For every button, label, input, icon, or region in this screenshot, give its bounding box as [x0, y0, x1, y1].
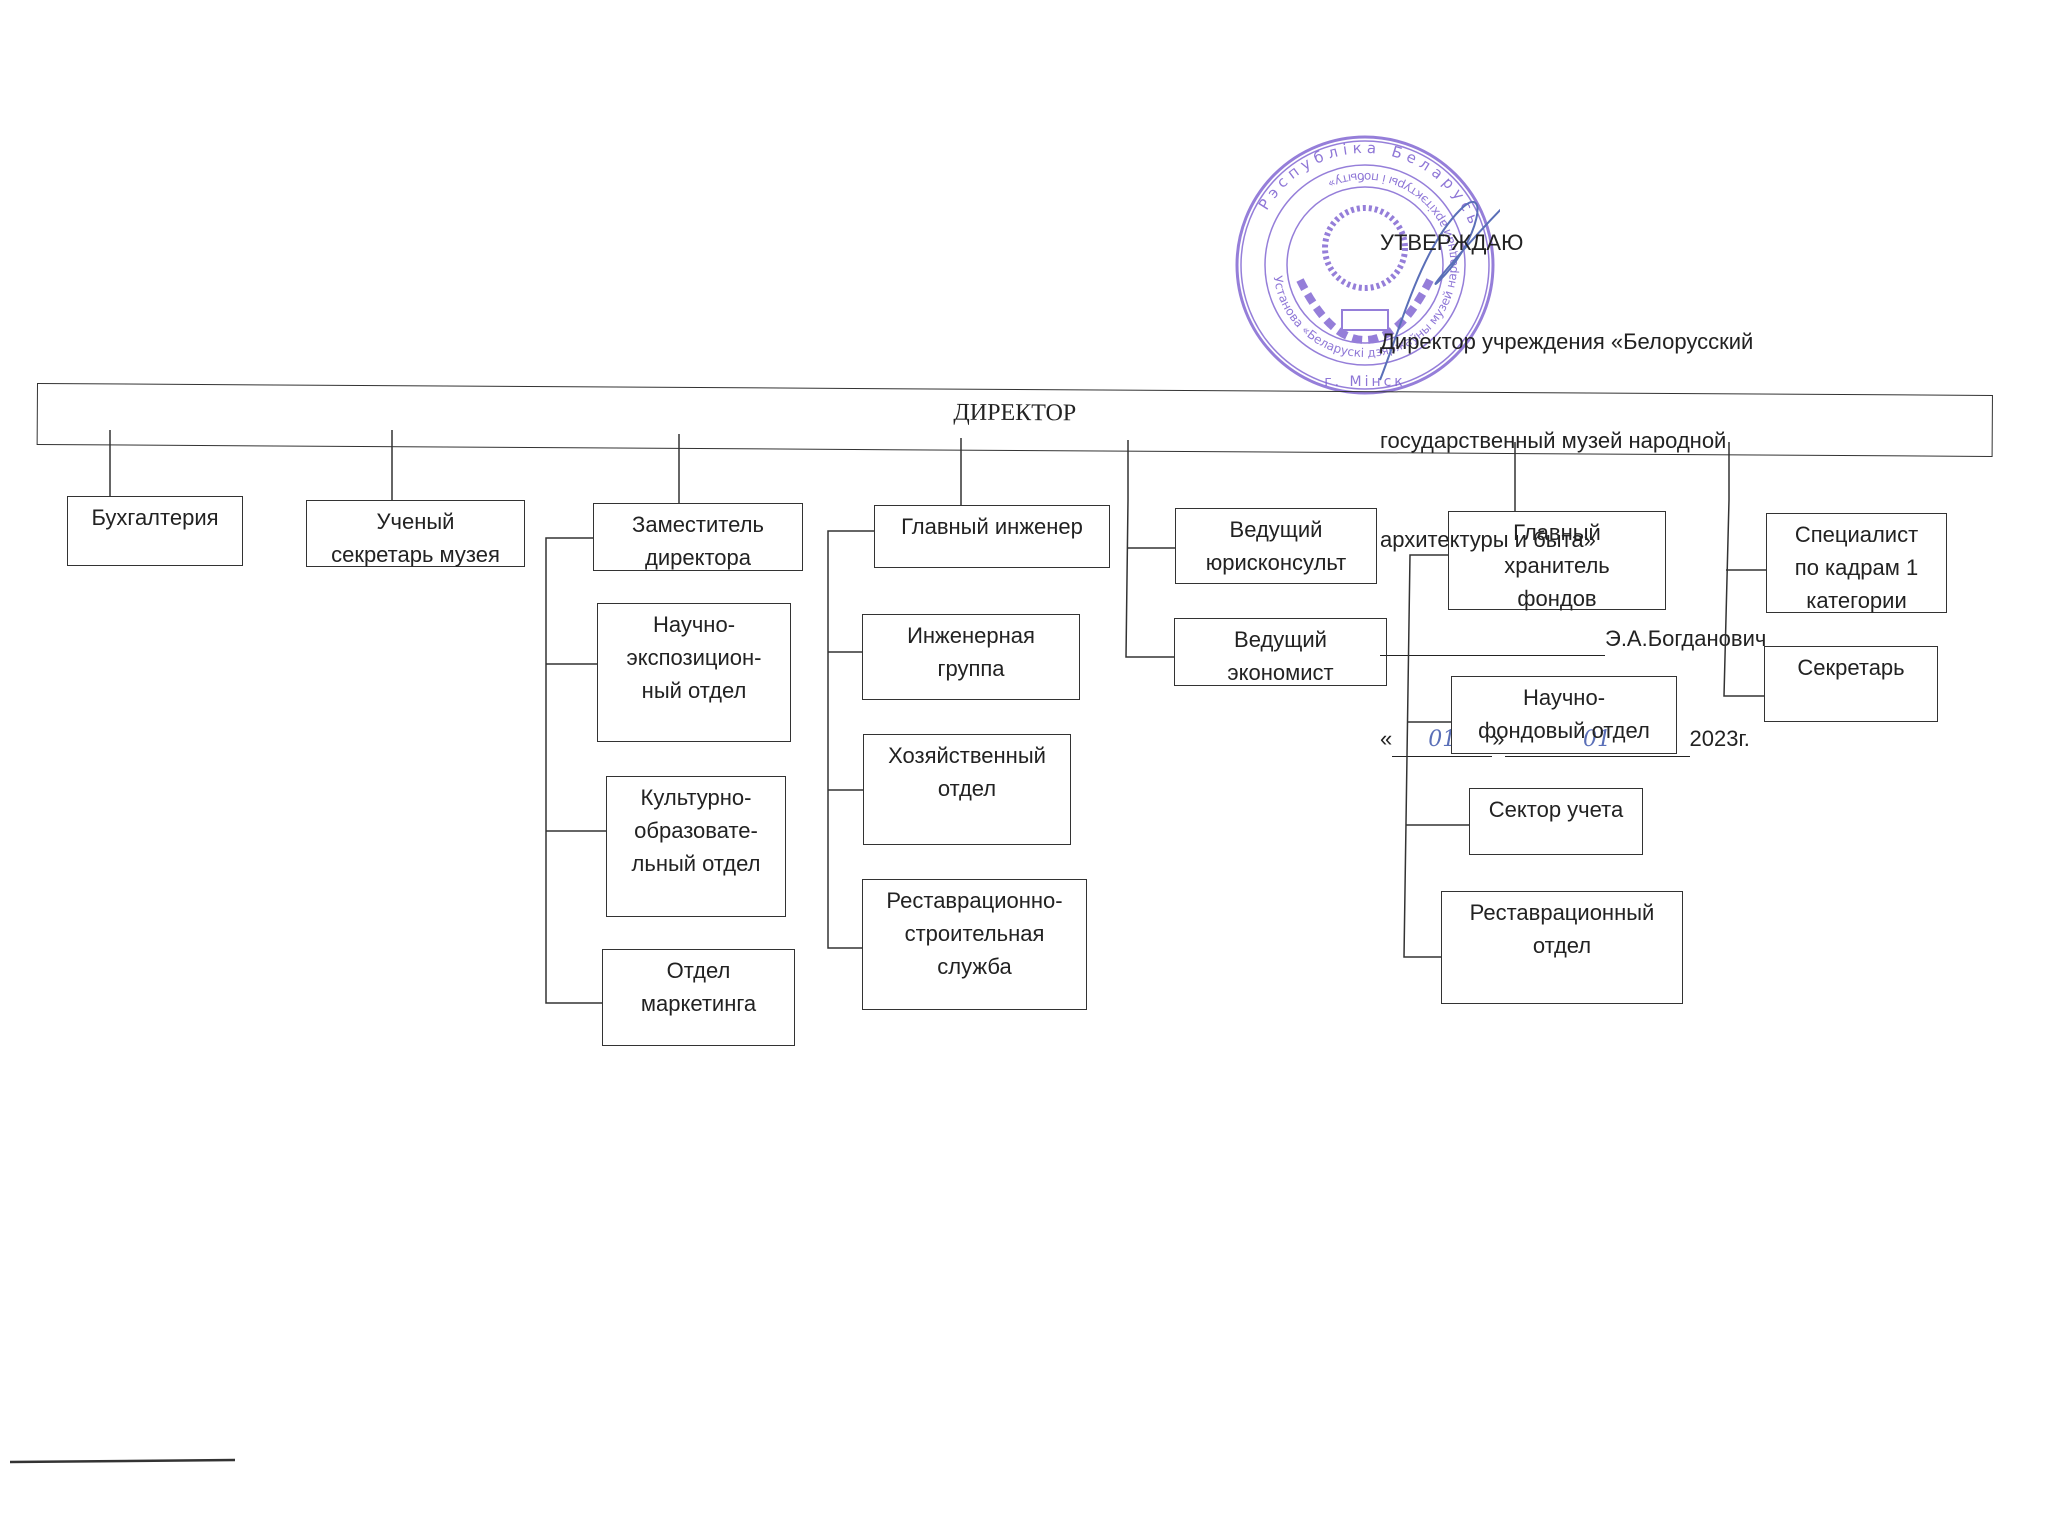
- box-marketing-department: Отдел маркетинга: [602, 949, 795, 1046]
- box-chief-keeper: Главный хранитель фондов: [1448, 511, 1666, 611]
- box-maintenance-department: Хозяйственный отдел: [863, 734, 1071, 845]
- box-education-department: Культурно- образовате- льный отдел: [606, 776, 786, 917]
- approval-line-3: архитектуры и быта»: [1380, 527, 1596, 552]
- approval-year: 2023г.: [1689, 726, 1750, 751]
- approval-line-1: Директор учреждения «Белорусский: [1380, 329, 1754, 354]
- open-quote: «: [1380, 726, 1393, 751]
- close-quote: »: [1492, 726, 1505, 751]
- approval-heading: УТВЕРЖДАЮ: [1380, 230, 1524, 255]
- approval-line-2: государственный музей народной: [1380, 428, 1727, 453]
- box-hr-specialist: Специалист по кадрам 1 категории: [1766, 513, 1947, 613]
- box-chief-engineer: Главный инженер: [874, 505, 1110, 568]
- box-restoration-department: Реставрационный отдел: [1441, 891, 1683, 1004]
- box-secretary: Секретарь: [1764, 646, 1938, 722]
- box-scientific-secretary: Ученый секретарь музея: [306, 500, 525, 567]
- official-seal-stamp: Рэспубліка Беларусь Установа «Беларускі …: [1235, 135, 1500, 395]
- box-accounting: Бухгалтерия: [67, 496, 243, 566]
- box-legal-counsel: Ведущий юрисконсульт: [1175, 508, 1377, 584]
- approval-block: УТВЕРЖДАЮ Директор учреждения «Белорусск…: [1380, 160, 1766, 790]
- box-restoration-construction-service: Реставрационно- строительная служба: [862, 879, 1087, 1010]
- box-engineering-group: Инженерная группа: [862, 614, 1080, 700]
- box-exposition-department: Научно- экспозицион- ный отдел: [597, 603, 791, 742]
- signature-line: [1380, 622, 1605, 656]
- signatory-name: Э.А.Богданович: [1605, 626, 1767, 651]
- box-accounting-sector: Сектор учета: [1469, 788, 1643, 855]
- approval-month: 01: [1583, 727, 1611, 752]
- box-funds-department: Научно- фондовый отдел: [1451, 676, 1677, 754]
- box-deputy-director: Заместитель директора: [593, 503, 803, 571]
- box-economist: Ведущий экономист: [1174, 618, 1387, 686]
- svg-text:г. Мінск: г. Мінск: [1324, 374, 1406, 390]
